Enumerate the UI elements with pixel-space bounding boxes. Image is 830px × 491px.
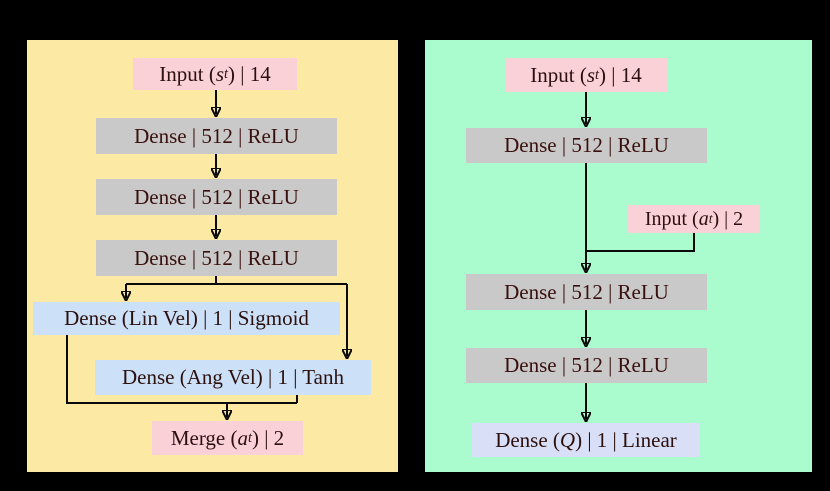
label-text: Merge ( xyxy=(170,425,238,450)
label-subscript: t xyxy=(708,211,713,227)
label-text: Dense (Ang Vel) | 1 | Tanh xyxy=(122,365,344,389)
label-text: Input ( xyxy=(530,62,587,87)
label-subscript: t xyxy=(595,66,600,83)
critic-dense-layer-3-box: Dense | 512 | ReLU xyxy=(466,348,707,383)
label-text: ) | 14 xyxy=(599,62,642,87)
label-text: Dense | 512 | ReLU xyxy=(504,133,669,157)
label-text: Dense | 512 | ReLU xyxy=(134,184,299,209)
actor-dense-layer-1-box: Dense | 512 | ReLU xyxy=(96,118,337,154)
label-text: Dense | 512 | ReLU xyxy=(504,279,669,304)
label-text: Dense ( xyxy=(495,427,560,452)
critic-q-value-output-box: Dense (Q) | 1 | Linear xyxy=(472,423,700,457)
critic-connector-arrows xyxy=(425,92,695,472)
label-text: ) | 14 xyxy=(228,61,271,86)
label-text: ) | 1 | Linear xyxy=(575,427,677,452)
label-text: Dense | 512 | ReLU xyxy=(134,245,299,270)
actor-dense-layer-2-box: Dense | 512 | ReLU xyxy=(96,179,337,215)
label-text: ) | 2 xyxy=(712,208,744,230)
label-var: s xyxy=(215,61,225,86)
label-text: Dense | 512 | ReLU xyxy=(504,353,669,377)
actor-angular-velocity-head-box: Dense (Ang Vel) | 1 | Tanh xyxy=(95,360,371,395)
label-subscript: t xyxy=(248,429,252,446)
actor-linear-velocity-head-box: Dense (Lin Vel) | 1 | Sigmoid xyxy=(33,302,340,335)
label-var: s xyxy=(586,62,596,87)
label-var: a xyxy=(237,425,249,450)
label-text: Dense | 512 | ReLU xyxy=(134,123,299,148)
label-subscript: t xyxy=(224,65,229,82)
critic-dense-layer-1-box: Dense | 512 | ReLU xyxy=(466,128,707,163)
label-text: Input ( xyxy=(159,61,216,86)
label-text: Input ( xyxy=(644,208,699,230)
critic-dense-layer-2-box: Dense | 512 | ReLU xyxy=(466,274,707,310)
actor-dense-layer-3-box: Dense | 512 | ReLU xyxy=(96,240,337,276)
label-var: a xyxy=(698,208,709,230)
label-text: ) | 2 xyxy=(251,425,285,450)
label-text: Dense (Lin Vel) | 1 | Sigmoid xyxy=(64,306,309,330)
label-var: Q xyxy=(559,427,576,452)
